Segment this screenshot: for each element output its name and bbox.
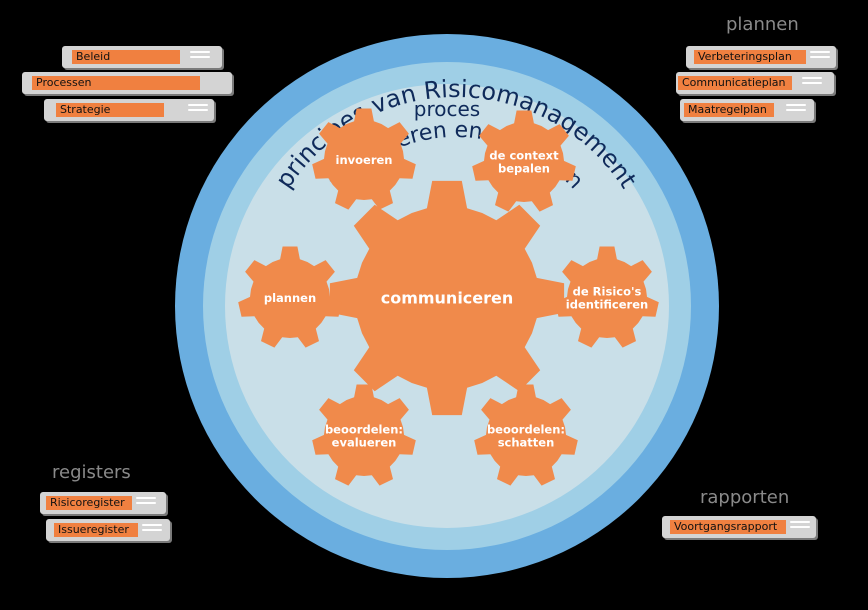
binder-label: Risicoregister bbox=[46, 496, 132, 510]
binder-lines-icon bbox=[136, 497, 156, 509]
gear-schatten: beoordelen:schatten bbox=[474, 384, 578, 486]
binder-label: Verbeteringsplan bbox=[694, 50, 806, 64]
binder-label: Processen bbox=[32, 76, 200, 90]
gear-communiceren-label: communiceren bbox=[381, 289, 514, 308]
binder-lines-icon bbox=[188, 104, 208, 116]
binder-label: Issueregister bbox=[54, 523, 138, 537]
binder-verbeteringsplan[interactable]: Verbeteringsplan bbox=[686, 46, 836, 68]
binder-label: Beleid bbox=[72, 50, 180, 64]
group-title-rapporten: rapporten bbox=[700, 487, 790, 508]
gear-evalueren-shape bbox=[312, 384, 416, 486]
gear-risicos-identificeren-label: de Risico's bbox=[573, 284, 642, 298]
binder-voortgangsrapport[interactable]: Voortgangsrapport bbox=[662, 516, 816, 538]
inner-title: proces bbox=[414, 97, 480, 121]
group-title-registers: registers bbox=[52, 462, 131, 483]
binder-label: Voortgangsrapport bbox=[670, 520, 786, 534]
binder-beleid[interactable]: Beleid bbox=[62, 46, 222, 68]
binder-risicoregister[interactable]: Risicoregister bbox=[40, 492, 166, 514]
gear-plannen-label: plannen bbox=[264, 291, 316, 305]
binder-communicatieplan[interactable]: Communicatieplan bbox=[676, 72, 834, 94]
binder-label: Communicatieplan bbox=[678, 76, 792, 90]
gear-risicos-identificeren-shape bbox=[555, 246, 659, 348]
gear-evalueren: beoordelen:evalueren bbox=[312, 384, 416, 486]
group-title-plannen: plannen bbox=[726, 14, 799, 35]
binder-lines-icon bbox=[190, 51, 210, 63]
gear-communiceren-shape bbox=[329, 180, 565, 416]
gear-plannen-shape bbox=[238, 246, 342, 348]
gear-evalueren-label: beoordelen: bbox=[325, 422, 403, 436]
binder-lines-icon bbox=[790, 521, 810, 533]
binder-lines-icon bbox=[786, 104, 806, 116]
gear-schatten-label: schatten bbox=[498, 436, 555, 450]
gear-context-bepalen-label: de context bbox=[489, 148, 559, 162]
gear-invoeren-shape bbox=[312, 108, 416, 210]
gear-evalueren-label: evalueren bbox=[332, 436, 397, 450]
binder-label: Maatregelplan bbox=[684, 103, 774, 117]
gear-context-bepalen-label: bepalen bbox=[498, 162, 550, 176]
gear-risicos-identificeren-label: identificeren bbox=[566, 298, 648, 312]
binder-maatregelplan[interactable]: Maatregelplan bbox=[680, 99, 814, 121]
binder-strategie[interactable]: Strategie bbox=[44, 99, 214, 121]
binder-label: Strategie bbox=[56, 103, 164, 117]
gear-context-bepalen-shape bbox=[472, 110, 576, 212]
gear-invoeren: invoeren bbox=[312, 108, 416, 210]
binder-processen[interactable]: Processen bbox=[22, 72, 232, 94]
gear-communiceren: communiceren bbox=[329, 180, 565, 416]
gear-schatten-shape bbox=[474, 384, 578, 486]
binder-lines-icon bbox=[810, 51, 830, 63]
binder-lines-icon bbox=[802, 77, 822, 89]
binder-issueregister[interactable]: Issueregister bbox=[46, 519, 170, 541]
gear-schatten-label: beoordelen: bbox=[487, 422, 565, 436]
gear-plannen: plannen bbox=[238, 246, 342, 348]
binder-lines-icon bbox=[142, 524, 162, 536]
gear-invoeren-label: invoeren bbox=[336, 153, 393, 167]
